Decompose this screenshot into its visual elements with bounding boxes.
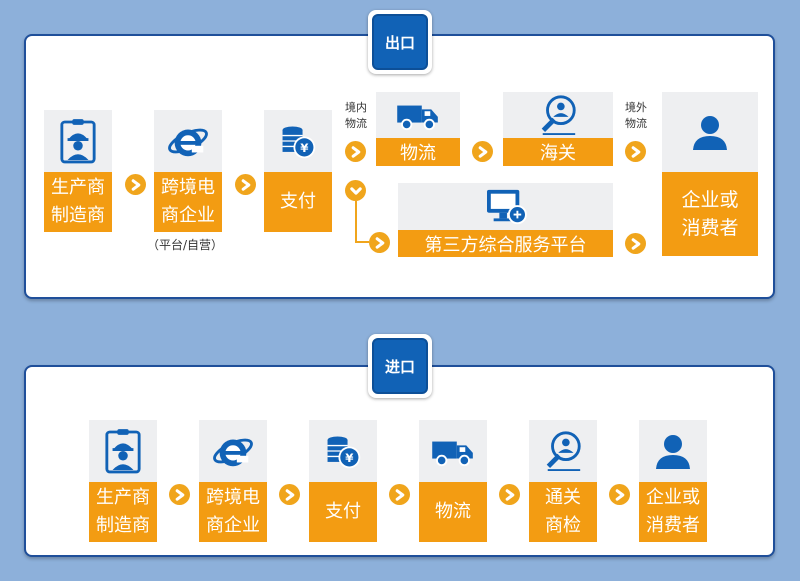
export-node-consumer: 企业或 消费者 <box>662 92 758 256</box>
monitor-icon <box>485 188 527 226</box>
arrow-right-icon <box>609 484 630 505</box>
overseas-logistics-label: 境外 物流 <box>625 101 647 130</box>
import-node-logistics: 物流 <box>419 420 487 542</box>
truck-icon <box>430 434 476 468</box>
import-badge: 进口 <box>368 334 432 398</box>
arrow-right-icon <box>389 484 410 505</box>
export-node-manufacturer: 生产商 制造商 <box>44 110 112 232</box>
export-logistics-label: 物流 <box>376 138 460 166</box>
export-node-ecommerce: 跨境电 商企业 <box>154 110 222 232</box>
export-consumer-label: 企业或 消费者 <box>662 172 758 256</box>
ie-browser-icon <box>212 430 254 472</box>
export-badge: 出口 <box>368 10 432 74</box>
export-node-payment: 支付 <box>264 110 332 232</box>
customs-icon-box <box>503 92 613 138</box>
import-ecommerce-label: 跨境电 商企业 <box>199 482 267 542</box>
inspection-icon <box>537 94 579 136</box>
import-node-ecommerce: 跨境电 商企业 <box>199 420 267 542</box>
export-title: 出口 <box>372 14 428 70</box>
import-node-consumer: 企业或 消费者 <box>639 420 707 542</box>
coins-yen-icon <box>278 121 318 161</box>
arrow-right-icon <box>125 174 146 195</box>
ie-browser-icon <box>167 120 209 162</box>
arrow-right-icon <box>625 141 646 162</box>
arrow-right-icon <box>345 141 366 162</box>
arrow-right-icon <box>369 232 390 253</box>
export-ecommerce-label: 跨境电 商企业 <box>154 172 222 232</box>
arrow-right-icon <box>279 484 300 505</box>
inspection-icon <box>542 430 584 472</box>
export-customs-label: 海关 <box>503 138 613 166</box>
person-icon <box>653 431 693 471</box>
import-inspection-label: 通关 商检 <box>529 482 597 542</box>
arrow-right-icon <box>235 174 256 195</box>
import-node-payment: 支付 <box>309 420 377 542</box>
branch-line <box>355 241 369 243</box>
import-node-inspection: 通关 商检 <box>529 420 597 542</box>
arrow-right-icon <box>625 233 646 254</box>
worker-icon <box>104 428 142 474</box>
arrow-right-icon <box>472 141 493 162</box>
import-manufacturer-label: 生产商 制造商 <box>89 482 157 542</box>
chevron-down-icon <box>345 180 366 201</box>
import-logistics-label: 物流 <box>419 482 487 542</box>
worker-icon <box>59 118 97 164</box>
logistics-icon-box <box>376 92 460 138</box>
export-manufacturer-label: 生产商 制造商 <box>44 172 112 232</box>
arrow-right-icon <box>169 484 190 505</box>
export-platform-label: 第三方综合服务平台 <box>398 230 613 257</box>
person-icon <box>690 112 730 152</box>
import-node-manufacturer: 生产商 制造商 <box>89 420 157 542</box>
coins-yen-icon <box>323 431 363 471</box>
domestic-logistics-label: 境内 物流 <box>345 101 367 130</box>
import-title: 进口 <box>372 338 428 394</box>
branch-line <box>355 201 357 243</box>
import-payment-label: 支付 <box>309 482 377 542</box>
import-consumer-label: 企业或 消费者 <box>639 482 707 542</box>
truck-icon <box>395 98 441 132</box>
ecommerce-note: （平台/自营） <box>147 238 224 252</box>
arrow-right-icon <box>499 484 520 505</box>
platform-icon-box <box>398 183 613 230</box>
export-payment-label: 支付 <box>264 172 332 232</box>
